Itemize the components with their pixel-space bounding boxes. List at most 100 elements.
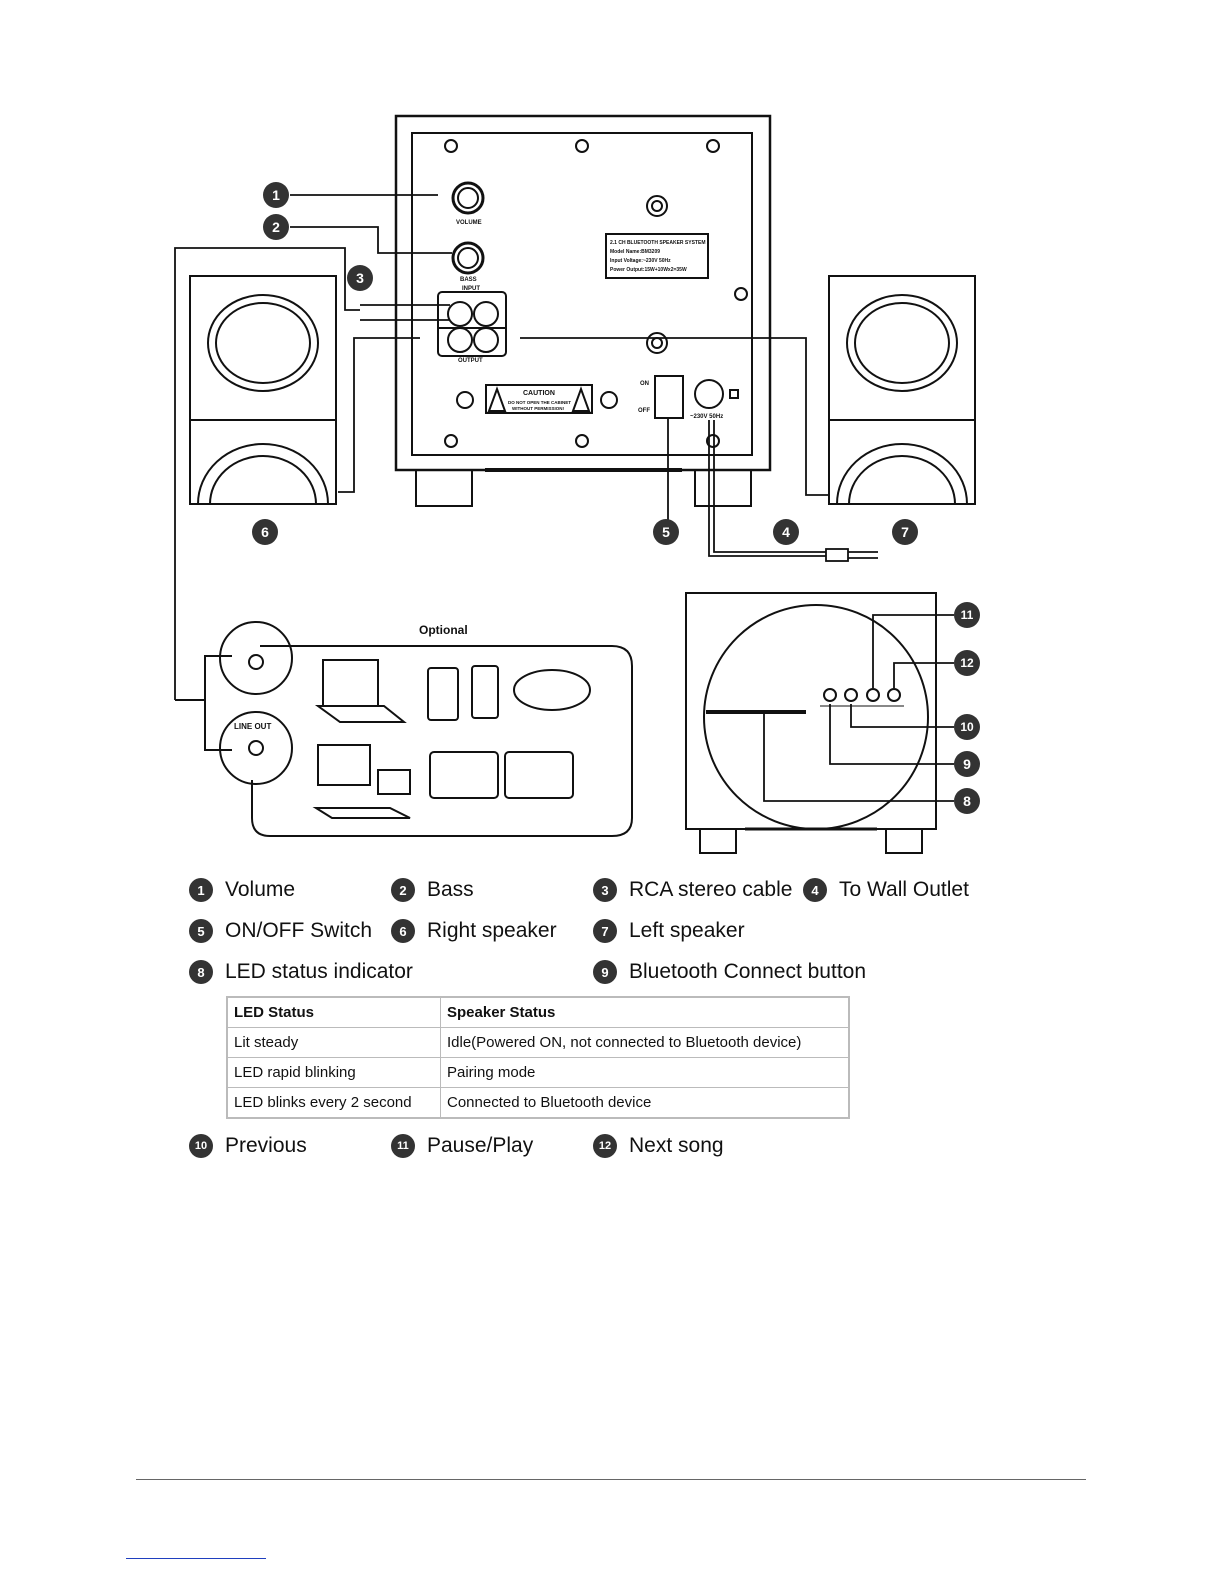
table-row: Lit steady Idle(Powered ON, not connecte… bbox=[226, 1027, 850, 1058]
legend-label: Bass bbox=[427, 878, 474, 901]
spec-line-3: Input Voltage:~230V 50Hz bbox=[610, 258, 671, 264]
svg-text:6: 6 bbox=[261, 524, 269, 540]
svg-text:3: 3 bbox=[356, 270, 364, 286]
callout-10: 10 bbox=[954, 714, 980, 740]
spec-label-box bbox=[605, 233, 709, 279]
callout-7: 7 bbox=[892, 519, 918, 545]
legend-item-left-speaker: 7 Left speaker bbox=[593, 919, 745, 943]
svg-text:4: 4 bbox=[782, 524, 790, 540]
legend-number: 4 bbox=[803, 878, 827, 902]
legend-number: 12 bbox=[593, 1134, 617, 1158]
led-status-table: LED Status Speaker Status Lit steady Idl… bbox=[226, 996, 850, 1119]
callout-6: 6 bbox=[252, 519, 278, 545]
output-label: OUTPUT bbox=[458, 358, 483, 364]
right-speaker bbox=[189, 275, 337, 505]
footer-link-underline bbox=[126, 1558, 266, 1559]
input-label: INPUT bbox=[462, 286, 480, 292]
table-cell: LED blinks every 2 second bbox=[226, 1087, 441, 1119]
legend-number: 11 bbox=[391, 1134, 415, 1158]
legend-label: To Wall Outlet bbox=[839, 878, 969, 901]
legend-item-bt-button: 9 Bluetooth Connect button bbox=[593, 960, 866, 984]
line-out-label: LINE OUT bbox=[234, 722, 271, 731]
callout-8: 8 bbox=[954, 788, 980, 814]
legend-label: RCA stereo cable bbox=[629, 878, 793, 901]
svg-text:7: 7 bbox=[901, 524, 909, 540]
cables bbox=[174, 194, 878, 700]
legend-number: 5 bbox=[189, 919, 213, 943]
legend-number: 9 bbox=[593, 960, 617, 984]
svg-text:9: 9 bbox=[963, 756, 971, 772]
legend-item-switch: 5 ON/OFF Switch bbox=[189, 919, 372, 943]
callout-5: 5 bbox=[653, 519, 679, 545]
table-cell: Pairing mode bbox=[440, 1057, 850, 1088]
volume-knob bbox=[451, 181, 485, 215]
table-cell: Connected to Bluetooth device bbox=[440, 1087, 850, 1119]
bass-knob bbox=[451, 241, 485, 275]
power-rating-label: ~230V 50Hz bbox=[690, 414, 723, 420]
spec-line-1: 2.1 CH BLUETOOTH SPEAKER SYSTEM bbox=[610, 240, 705, 246]
legend-label: Pause/Play bbox=[427, 1134, 534, 1157]
svg-text:5: 5 bbox=[662, 524, 670, 540]
bass-label: BASS bbox=[460, 277, 477, 283]
legend-label: Left speaker bbox=[629, 919, 745, 942]
svg-text:8: 8 bbox=[963, 793, 971, 809]
io-panel bbox=[437, 291, 507, 357]
footer-divider bbox=[136, 1479, 1086, 1480]
legend-item-previous: 10 Previous bbox=[189, 1134, 307, 1158]
legend-label: Bluetooth Connect button bbox=[629, 960, 867, 983]
table-header-row: LED Status Speaker Status bbox=[226, 996, 850, 1028]
table-row: LED blinks every 2 second Connected to B… bbox=[226, 1087, 850, 1119]
legend-label: Previous bbox=[225, 1134, 307, 1157]
callout-12: 12 bbox=[954, 650, 980, 676]
legend-item-pause-play: 11 Pause/Play bbox=[391, 1134, 533, 1158]
caution-line-2: WITHOUT PERMISSION! bbox=[512, 406, 564, 411]
legend-item-next-song: 12 Next song bbox=[593, 1134, 724, 1158]
legend-label: Right speaker bbox=[427, 919, 557, 942]
caution-label-box bbox=[485, 384, 593, 414]
legend-number: 10 bbox=[189, 1134, 213, 1158]
legend-item-wall-outlet: 4 To Wall Outlet bbox=[803, 878, 969, 902]
caution-line-1: DO NOT OPEN THE CABINET bbox=[508, 400, 571, 405]
callout-1: 1 bbox=[263, 182, 289, 208]
legend-number: 2 bbox=[391, 878, 415, 902]
legend-item-right-speaker: 6 Right speaker bbox=[391, 919, 557, 943]
screws bbox=[444, 139, 748, 448]
power-socket bbox=[694, 379, 724, 409]
legend-label: Next song bbox=[629, 1134, 724, 1157]
legend-item-led-indicator: 8 LED status indicator bbox=[189, 960, 413, 984]
subwoofer-back bbox=[394, 114, 772, 507]
left-speaker bbox=[828, 275, 976, 505]
spec-line-4: Power Output:15W+10Wx2=35W bbox=[610, 267, 687, 273]
legend-item-rca-cable: 3 RCA stereo cable bbox=[593, 878, 792, 902]
svg-text:11: 11 bbox=[961, 608, 974, 622]
svg-text:10: 10 bbox=[960, 720, 974, 734]
table-cell: Lit steady bbox=[226, 1027, 441, 1058]
legend-number: 8 bbox=[189, 960, 213, 984]
legend-label: LED status indicator bbox=[225, 960, 413, 983]
table-row: LED rapid blinking Pairing mode bbox=[226, 1057, 850, 1088]
table-cell: LED rapid blinking bbox=[226, 1057, 441, 1088]
legend-label: ON/OFF Switch bbox=[225, 919, 373, 942]
legend-item-volume: 1 Volume bbox=[189, 878, 295, 902]
power-switch bbox=[654, 375, 684, 419]
caution-title: CAUTION bbox=[523, 390, 555, 397]
subwoofer-front bbox=[685, 592, 954, 854]
table-cell: Idle(Powered ON, not connected to Blueto… bbox=[440, 1027, 850, 1058]
callout-2: 2 bbox=[263, 214, 289, 240]
legend-number: 6 bbox=[391, 919, 415, 943]
svg-text:2: 2 bbox=[272, 219, 280, 235]
callout-11: 11 bbox=[954, 602, 980, 628]
volume-label: VOLUME bbox=[456, 220, 482, 226]
optional-label: Optional bbox=[419, 623, 468, 637]
legend-number: 1 bbox=[189, 878, 213, 902]
svg-text:12: 12 bbox=[960, 656, 974, 670]
switch-on-label: ON bbox=[640, 381, 649, 387]
legend-number: 7 bbox=[593, 919, 617, 943]
callout-9: 9 bbox=[954, 751, 980, 777]
optional-devices bbox=[175, 621, 633, 837]
legend-number: 3 bbox=[593, 878, 617, 902]
spec-line-2: Model Name:BM3209 bbox=[610, 249, 660, 255]
legend-item-bass: 2 Bass bbox=[391, 878, 474, 902]
svg-text:1: 1 bbox=[272, 187, 280, 203]
